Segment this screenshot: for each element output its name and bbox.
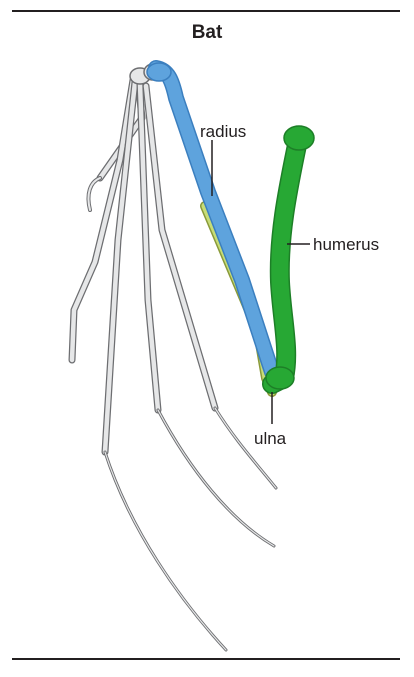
finger-bones <box>72 64 276 650</box>
radius-bone <box>147 63 272 372</box>
bottom-rule <box>12 658 400 660</box>
ulna-label: ulna <box>254 429 287 448</box>
radius-label: radius <box>200 122 246 141</box>
digit-5 <box>146 86 276 488</box>
humerus-bone <box>266 126 314 389</box>
digit-2 <box>72 80 133 360</box>
humerus-label: humerus <box>313 235 379 254</box>
